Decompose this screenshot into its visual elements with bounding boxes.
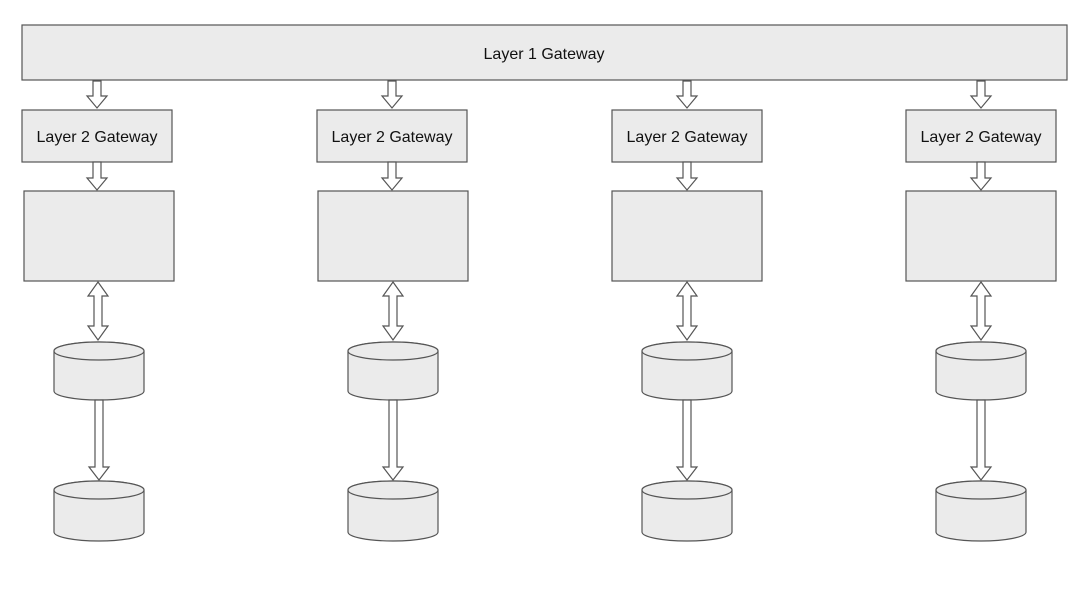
- database-top-upper-1: [53, 341, 145, 361]
- down-arrow-layer1-to-gateway-1: [85, 80, 109, 109]
- down-arrow-db-to-db-4: [969, 399, 993, 481]
- bidirectional-arrow-node-to-db-1: [86, 280, 110, 342]
- bidirectional-arrow-node-to-db-4: [969, 280, 993, 342]
- layer1-gateway-box: [21, 24, 1068, 81]
- down-arrow-db-to-db-1: [87, 399, 111, 481]
- down-arrow-layer1-to-gateway-3: [675, 80, 699, 109]
- layer2-gateway-box-3: [611, 109, 763, 163]
- column-1: Layer 2 Gateway: [21, 80, 175, 542]
- layer2-gateway-box-4: [905, 109, 1057, 163]
- node-box-3: [611, 190, 763, 282]
- node-box-2: [317, 190, 469, 282]
- database-top-upper-2: [347, 341, 439, 361]
- bidirectional-arrow-node-to-db-3: [675, 280, 699, 342]
- database-top-lower-3: [641, 480, 733, 500]
- column-2: Layer 2 Gateway: [316, 80, 469, 542]
- layer2-gateway-label-1: Layer 2 Gateway: [37, 129, 158, 146]
- layer2-gateway-box-2: [316, 109, 468, 163]
- database-top-upper-4: [935, 341, 1027, 361]
- layer2-gateway-label-3: Layer 2 Gateway: [627, 129, 748, 146]
- down-arrow-gateway-to-node-3: [675, 161, 699, 191]
- layer1-gateway-label: Layer 1 Gateway: [484, 46, 605, 63]
- down-arrow-gateway-to-node-1: [85, 161, 109, 191]
- node-box-4: [905, 190, 1057, 282]
- down-arrow-db-to-db-2: [381, 399, 405, 481]
- database-top-upper-3: [641, 341, 733, 361]
- bidirectional-arrow-node-to-db-2: [381, 280, 405, 342]
- database-top-lower-4: [935, 480, 1027, 500]
- column-3: Layer 2 Gateway: [611, 80, 763, 542]
- layer2-gateway-label-4: Layer 2 Gateway: [921, 129, 1042, 146]
- down-arrow-db-to-db-3: [675, 399, 699, 481]
- column-4: Layer 2 Gateway: [905, 80, 1057, 542]
- database-top-lower-1: [53, 480, 145, 500]
- node-box-1: [23, 190, 175, 282]
- layer2-gateway-label-2: Layer 2 Gateway: [332, 129, 453, 146]
- down-arrow-layer1-to-gateway-2: [380, 80, 404, 109]
- down-arrow-layer1-to-gateway-4: [969, 80, 993, 109]
- down-arrow-gateway-to-node-2: [380, 161, 404, 191]
- down-arrow-gateway-to-node-4: [969, 161, 993, 191]
- layer2-gateway-box-1: [21, 109, 173, 163]
- database-top-lower-2: [347, 480, 439, 500]
